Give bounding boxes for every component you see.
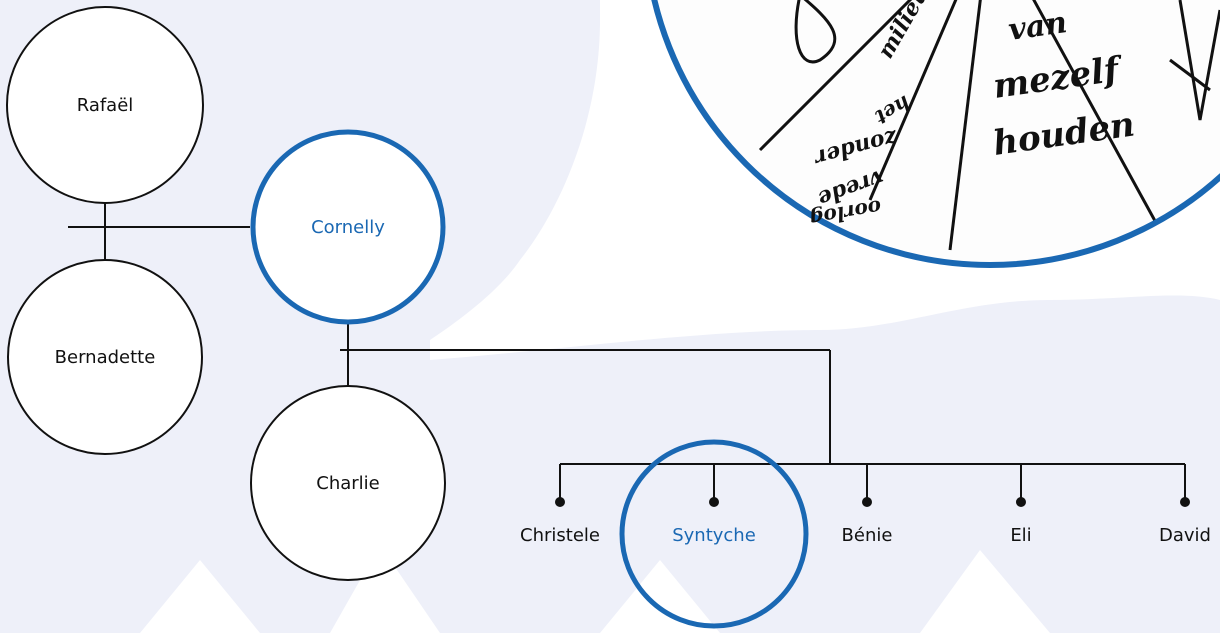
handwriting-1: van (1006, 5, 1069, 48)
name-benie: Bénie (842, 525, 893, 546)
name-cornelly: Cornelly (311, 217, 385, 238)
name-bernadette: Bernadette (55, 347, 156, 368)
name-syntyche: Syntyche (672, 525, 756, 546)
child-dot-4 (1016, 497, 1026, 507)
drawing-photo: van mezelf houden het milieu vrede zonde… (651, 0, 1220, 268)
name-charlie: Charlie (316, 473, 379, 494)
name-christele: Christele (520, 525, 600, 546)
child-dot-5 (1180, 497, 1190, 507)
child-dot-3 (862, 497, 872, 507)
child-dots (555, 497, 1190, 507)
name-rafael: Rafaël (77, 95, 134, 116)
child-dot-1 (555, 497, 565, 507)
name-david: David (1159, 525, 1211, 546)
name-eli: Eli (1010, 525, 1031, 546)
node-charlie (250, 385, 446, 581)
node-rafael (6, 6, 204, 204)
node-syntyche (619, 439, 809, 629)
node-cornelly (250, 129, 446, 325)
node-bernadette (7, 259, 203, 455)
child-dot-2 (709, 497, 719, 507)
